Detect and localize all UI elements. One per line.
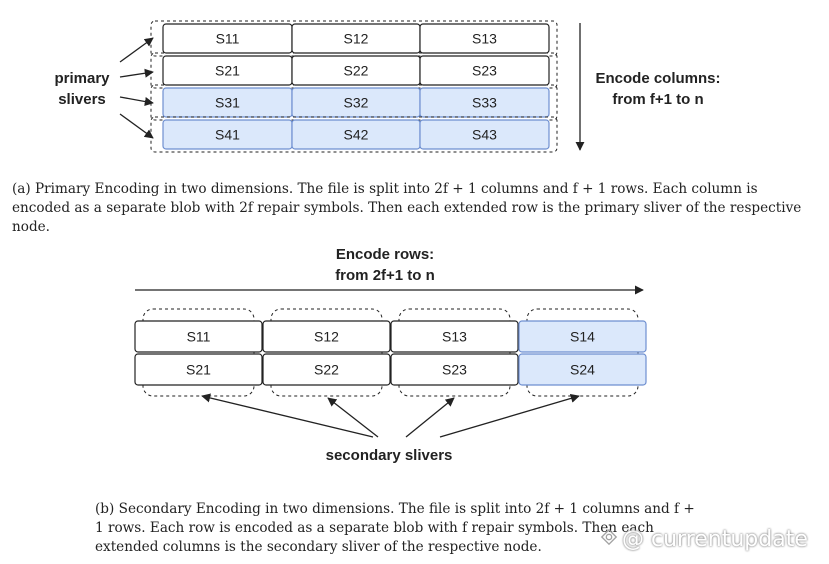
primary-label-line2: slivers (58, 91, 106, 108)
secondary-cell (134, 320, 263, 353)
primary-cell-label: S12 (344, 31, 369, 47)
secondary-cell (262, 353, 391, 386)
primary-label-line1: primary (54, 70, 110, 87)
primary-cell-label: S33 (472, 95, 497, 111)
encode-columns-line1: Encode columns: (595, 70, 720, 87)
primary-arrows (119, 37, 154, 139)
primary-cell-label: S42 (344, 127, 369, 143)
primary-cell-label: S11 (216, 31, 240, 47)
primary-cell (419, 87, 550, 118)
watermark: @ currentupdate (600, 527, 808, 552)
caption-b: (b) Secondary Encoding in two dimensions… (95, 501, 695, 555)
primary-row: S21 S22 S23 (150, 52, 558, 89)
secondary-cell (390, 353, 519, 386)
encode-rows-title: Encode rows: from 2f+1 to n (335, 246, 435, 284)
primary-cell (419, 55, 550, 86)
primary-row: S11 S12 S13 (150, 20, 558, 57)
secondary-cell-label: S13 (442, 329, 467, 345)
primary-cell-label: S21 (215, 63, 240, 79)
primary-arrow-4 (119, 113, 154, 139)
secondary-cell (134, 353, 263, 386)
secondary-cell (518, 353, 647, 386)
secondary-arrow-3 (405, 397, 455, 438)
primary-row: S41 S42 S43 (150, 116, 558, 153)
secondary-cell-label: S14 (570, 329, 595, 345)
primary-row: S31 S32 S33 (150, 84, 558, 121)
secondary-slivers-label: secondary slivers (326, 447, 453, 464)
secondary-cell-label: S23 (442, 362, 467, 378)
primary-cell (419, 119, 550, 150)
encode-columns-line2: from f+1 to n (612, 91, 703, 108)
primary-cell-label: S41 (215, 127, 240, 143)
encode-rows-line2: from 2f+1 to n (335, 267, 435, 284)
secondary-arrow-2 (327, 397, 379, 438)
primary-arrow-3 (119, 96, 154, 107)
secondary-cell-label: S22 (314, 362, 339, 378)
secondary-cell-label: S24 (570, 362, 595, 378)
secondary-arrow-1 (201, 393, 374, 438)
secondary-cell (518, 320, 647, 353)
primary-arrow-1 (119, 37, 154, 63)
primary-arrow-2 (119, 68, 154, 78)
primary-cell (419, 23, 550, 54)
watermark-text: @ currentupdate (622, 527, 808, 552)
primary-cell-label: S31 (215, 95, 240, 111)
primary-cell-label: S13 (472, 31, 497, 47)
primary-slivers-label: primary slivers (54, 70, 110, 108)
encode-columns-label: Encode columns: from f+1 to n (595, 70, 720, 108)
primary-cell-label: S23 (472, 63, 497, 79)
secondary-cell-label: S11 (187, 329, 211, 345)
secondary-arrows (201, 393, 580, 438)
caption-a: (a) Primary Encoding in two dimensions. … (12, 181, 802, 235)
primary-cell-label: S32 (344, 95, 369, 111)
primary-cell-label: S43 (472, 127, 497, 143)
secondary-cell-label: S12 (314, 329, 339, 345)
encode-rows-line1: Encode rows: (336, 246, 434, 263)
secondary-cell (390, 320, 519, 353)
secondary-arrow-4 (439, 393, 580, 438)
secondary-cell-label: S21 (186, 362, 211, 378)
secondary-cell (262, 320, 391, 353)
watermark-logo-icon (600, 528, 618, 546)
primary-cell-label: S22 (344, 63, 369, 79)
